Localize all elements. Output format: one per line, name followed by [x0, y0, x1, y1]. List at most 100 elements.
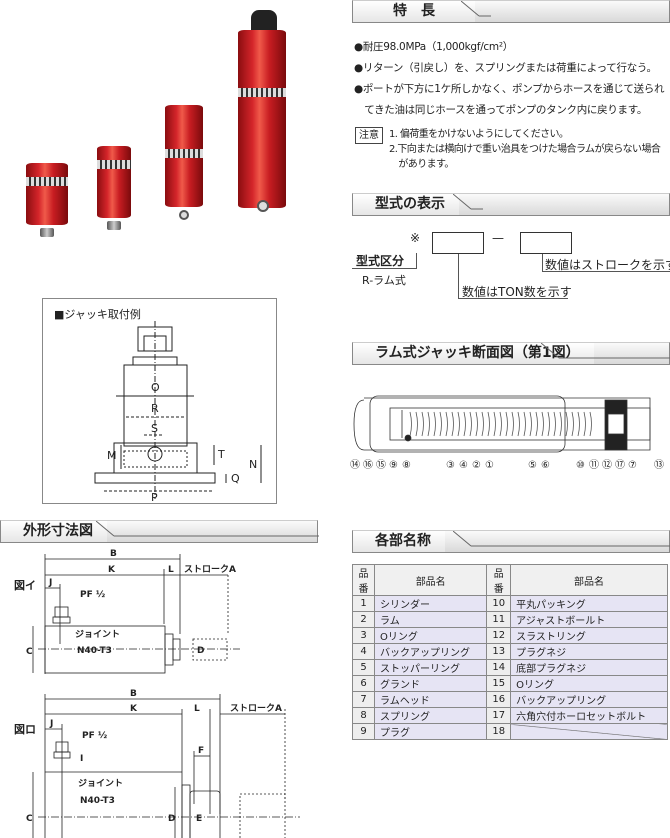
dim-label-n: N [249, 458, 257, 471]
part-name: アジャストボールト [510, 611, 668, 628]
callout: ⑧ [402, 460, 411, 471]
dim-f: F [198, 746, 204, 756]
dim-pf: PF ½ [82, 730, 107, 741]
caution-notes: 注意 1. 偏荷重をかけないようにしてください。 2.下向または横向けで重い治具… [355, 127, 661, 172]
part-name: 六角穴付ホーロセットボルト [510, 707, 668, 724]
feature-item: ●ポートが下方に1ケ所しかなく、ポンプからホースを通じて送られ [354, 83, 665, 95]
dim-d: D [197, 646, 204, 656]
section-drawing: ⑭ ⑯ ⑮ ⑨ ⑧ ③ ④ ② ① ⑤ ⑥ ⑩ ⑪ ⑫ ⑰ ⑦ ⑬ [350, 395, 664, 471]
dim-label-o: O [151, 381, 160, 394]
callout: ① [485, 460, 494, 471]
joint-model: N40-T3 [77, 646, 112, 656]
dims-header: 外形寸法図 [0, 520, 319, 543]
note-item: があります。 [389, 159, 454, 170]
mount-example-box: ■ジャッキ取付例 O R S M T N Q P [42, 298, 277, 504]
dim-j: J [48, 578, 52, 588]
part-number: 3 [352, 627, 375, 644]
callout: ⑦ [628, 460, 637, 471]
feature-item: ●耐圧98.0MPa（1,000kgf/cm²） [354, 41, 513, 53]
part-number: 11 [486, 611, 512, 628]
part-name: バックアップリング [373, 643, 488, 660]
joint-label: ジョイント [78, 778, 123, 789]
type-value: R-ラム式 [362, 274, 406, 287]
model-title: 型式の表示 [353, 194, 459, 215]
col-no: 品番 [486, 564, 512, 596]
feature-item: てきた油は同じホースを通ってポンプのタンク内に戻ります。 [354, 104, 648, 116]
product-photo [0, 0, 330, 260]
part-name: プラグ [373, 723, 488, 740]
feature-item: ●リターン（引戻し）を、スプリングまたは荷重によって行なう。 [354, 62, 657, 74]
model-mark: ※ [410, 231, 421, 245]
col-name: 部品名 [510, 564, 668, 596]
joint-label: ジョイント [75, 629, 120, 640]
dim-label-t: T [217, 448, 225, 461]
part-name: Oリング [510, 675, 668, 692]
dim-k: K [108, 565, 116, 575]
callout: ⑤ [528, 460, 537, 471]
stroke-box [520, 232, 572, 254]
dim-d: D [168, 814, 175, 824]
dim-stroke: ストロークA [230, 703, 282, 714]
parts-title: 各部名称 [353, 531, 445, 552]
part-name: 平丸パッキング [510, 595, 668, 612]
callout: ⑩ [576, 460, 585, 471]
model-dash: — [492, 231, 504, 245]
dim-pf: PF ½ [80, 589, 105, 600]
dim-label-p: P [151, 491, 158, 504]
mount-example-title: ■ジャッキ取付例 [54, 308, 141, 321]
dim-label-q: Q [231, 472, 240, 485]
part-number: 2 [352, 611, 375, 628]
dim-label-m: M [107, 449, 117, 462]
fig1-label: 図イ [14, 578, 36, 592]
part-number: 13 [486, 643, 512, 660]
parts-header: 各部名称 [352, 530, 670, 553]
stroke-label: 数値はストロークを示す [545, 258, 670, 272]
dim-b: B [130, 689, 137, 699]
part-number: 12 [486, 627, 512, 644]
dim-l: L [168, 565, 174, 575]
dim-stroke: ストロークA [184, 564, 236, 575]
type-label: 型式区分 [356, 254, 405, 268]
ton-box [432, 232, 484, 254]
part-number: 7 [352, 691, 375, 708]
part-name: 底部プラグネジ [510, 659, 668, 676]
part-name: ラムヘッド [373, 691, 488, 708]
part-number: 18 [486, 723, 512, 740]
dim-j: J [49, 719, 53, 729]
callout: ② [472, 460, 481, 471]
callout: ⑥ [541, 460, 550, 471]
col-no: 品番 [352, 564, 375, 596]
part-name: プラグネジ [510, 643, 668, 660]
features-title: 特 長 [353, 1, 475, 22]
dim-c: C [26, 814, 33, 824]
part-number: 17 [486, 707, 512, 724]
part-number: 6 [352, 675, 375, 692]
part-number: 15 [486, 675, 512, 692]
fig2-label: 図ロ [14, 722, 36, 736]
callout: ⑮ [376, 459, 386, 471]
dim-label-s: S [151, 422, 158, 435]
dim-label-r: R [151, 402, 159, 415]
part-name: ストッパーリング [373, 659, 488, 676]
dims-title: 外形寸法図 [1, 521, 107, 542]
ton-label: 数値はTON数を示す [462, 285, 572, 299]
caution-label: 注意 [355, 127, 383, 144]
callout: ⑪ [589, 459, 599, 471]
part-name [510, 723, 668, 740]
callout: ⑨ [389, 460, 398, 471]
callout: ④ [459, 460, 468, 471]
part-number: 1 [352, 595, 375, 612]
callout: ⑰ [615, 459, 625, 471]
callout: ⑬ [654, 459, 664, 471]
callout: ⑭ [350, 459, 360, 471]
part-number: 8 [352, 707, 375, 724]
callout: ⑯ [363, 459, 373, 471]
table-header-row: 品番 部品名 品番 部品名 [352, 564, 668, 596]
